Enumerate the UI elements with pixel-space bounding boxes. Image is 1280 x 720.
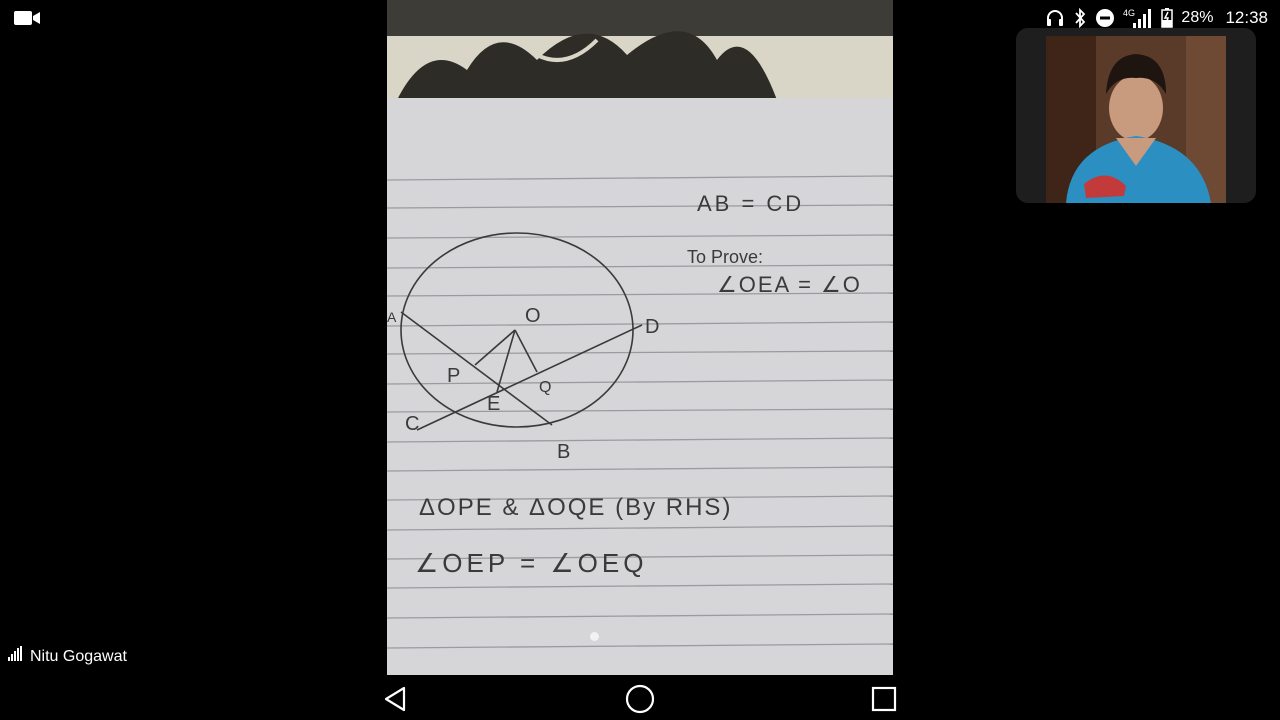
point-label-c: C: [405, 413, 419, 435]
home-button[interactable]: [624, 683, 656, 715]
clock: 12:38: [1225, 8, 1268, 27]
note-given: AB = CD: [697, 191, 804, 216]
headphones-icon: [1045, 8, 1065, 28]
point-label-q: Q: [539, 379, 551, 396]
point-label-b: B: [557, 441, 570, 463]
note-to-prove: To Prove:: [687, 247, 763, 267]
point-label-p: P: [447, 365, 460, 387]
note-angle-result: ∠OEP = ∠OEQ: [415, 548, 647, 578]
network-type-label: 4G: [1123, 8, 1135, 18]
point-label-o: O: [525, 305, 541, 327]
signal-strength-icon: [8, 646, 24, 667]
navigation-bar: [0, 675, 1280, 720]
status-bar: 4G 28% 12:38: [1045, 6, 1268, 30]
recents-button[interactable]: [868, 683, 900, 715]
recents-square-icon: [871, 686, 897, 712]
note-congruence: ΔOPE & ΔOQE (By RHS): [419, 494, 732, 521]
self-preview-card[interactable]: [1016, 28, 1256, 203]
participant-name: Nitu Gogawat: [30, 647, 127, 665]
battery-percent: 28%: [1181, 9, 1214, 26]
back-triangle-icon: [384, 686, 406, 712]
signal-icon: 4G: [1123, 7, 1153, 29]
point-label-d: D: [645, 316, 659, 338]
point-label-a: A: [387, 309, 397, 325]
circle-diagram: [400, 232, 643, 431]
point-label-e: E: [487, 393, 500, 415]
home-circle-icon: [625, 684, 655, 714]
note-angle-claim: ∠OEA = ∠O: [717, 272, 862, 297]
participant-info: Nitu Gogawat: [8, 646, 127, 667]
page-indicator-dot: [590, 632, 599, 641]
self-preview-video[interactable]: [1046, 36, 1226, 203]
back-button[interactable]: [380, 683, 412, 715]
video-camera-icon: [14, 9, 41, 32]
main-video-feed[interactable]: O D P Q E C B A AB = CD To Prove: ∠OEA =…: [387, 0, 893, 675]
do-not-disturb-icon: [1095, 8, 1115, 28]
bluetooth-icon: [1073, 8, 1087, 28]
battery-icon: [1161, 8, 1174, 28]
